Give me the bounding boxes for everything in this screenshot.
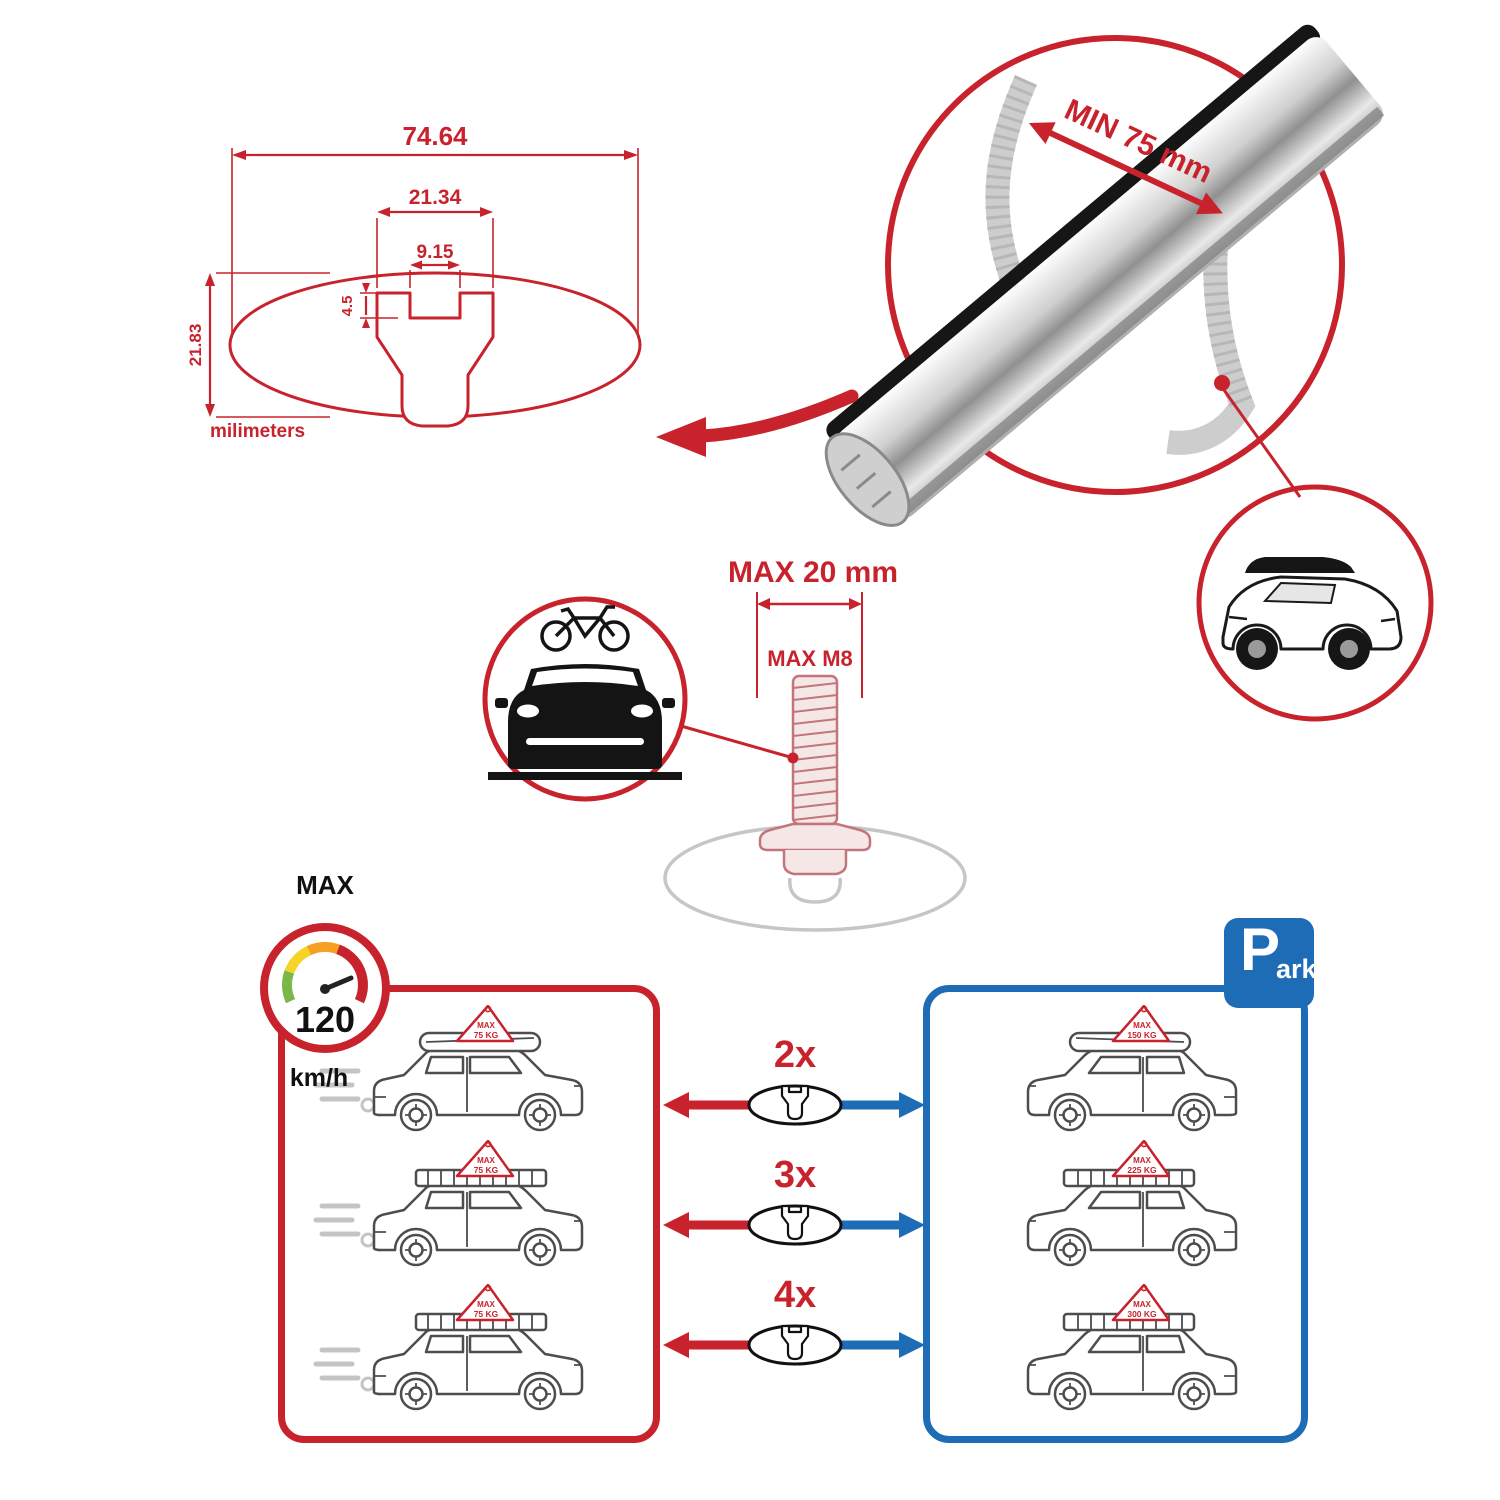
- gauge-arc-segments: [282, 942, 368, 1004]
- dim-slot-depth: 4.5: [339, 296, 356, 317]
- count-label: 2x: [774, 1034, 816, 1076]
- load-flag: MAX 300 KG: [1111, 1284, 1171, 1322]
- flag-weight: 300 KG: [1127, 1309, 1157, 1319]
- flag-weight: 150 KG: [1127, 1030, 1157, 1040]
- flag-weight: 75 KG: [474, 1165, 499, 1175]
- vehicle-example-circle: [1196, 484, 1434, 722]
- flag-max: MAX: [477, 1300, 495, 1309]
- load-flag: MAX 75 KG: [455, 1005, 515, 1043]
- bar-section-icon: [747, 1324, 843, 1366]
- parked-car-row3: MAX 300 KG: [968, 1284, 1298, 1424]
- load-flag: MAX 75 KG: [455, 1284, 515, 1322]
- flag-max: MAX: [1133, 1156, 1151, 1165]
- bolt-dimension-lines: [756, 592, 863, 698]
- bolt-thread-label: MAX M8: [767, 646, 853, 671]
- quantity-row-3x: 3x: [663, 1154, 925, 1246]
- t-bolt: [758, 674, 872, 876]
- bike-car-circle: [482, 596, 688, 802]
- driving-car-row3: MAX 75 KG: [312, 1284, 642, 1424]
- bumper: [526, 738, 644, 745]
- clamp-point-dot: [1214, 375, 1230, 391]
- park-sign: P ark: [1224, 916, 1317, 1008]
- driving-car-row2: MAX 75 KG: [312, 1140, 642, 1280]
- dimension-lines: [208, 148, 639, 418]
- headlight-left: [517, 704, 539, 718]
- load-flag: MAX 150 KG: [1111, 1005, 1171, 1043]
- park-sign-letter: P: [1240, 916, 1281, 983]
- windshield: [532, 668, 638, 686]
- units-label: milimeters: [210, 421, 305, 442]
- bar-section-icon: [747, 1084, 843, 1126]
- flag-max: MAX: [1133, 1021, 1151, 1030]
- bolt-diagram: MAX 20 mm MAX M8: [663, 556, 967, 932]
- dim-overall-width: 74.64: [402, 121, 468, 151]
- cross-section-drawing: 74.64 21.34 9.15 4.5 21.83 milimeters: [186, 121, 642, 442]
- speed-units: km/h: [290, 1064, 348, 1092]
- bar-section-icon: [747, 1204, 843, 1246]
- count-label: 4x: [774, 1274, 816, 1316]
- flag-max: MAX: [1133, 1300, 1151, 1309]
- speed-value: 120: [295, 999, 355, 1040]
- quantity-row-4x: 4x: [663, 1274, 925, 1366]
- driving-car-row1: MAX 75 KG: [312, 1005, 642, 1145]
- t-bolt-foot: [782, 850, 848, 876]
- load-flag: MAX 225 KG: [1111, 1140, 1171, 1178]
- mirror-right: [662, 698, 675, 708]
- bar-detail-circle: MIN 75 mm: [824, 24, 1385, 527]
- count-label: 3x: [774, 1154, 816, 1196]
- mirror-left: [495, 698, 508, 708]
- flag-max: MAX: [477, 1021, 495, 1030]
- flag-weight: 225 KG: [1127, 1165, 1157, 1175]
- car-front-view: [488, 664, 682, 780]
- suv-with-roofbox: [1221, 557, 1403, 670]
- crossbar-quantity-arrows: 2x 3x 4x: [663, 1034, 925, 1366]
- headlight-right: [631, 704, 653, 718]
- dimension-arrowheads: [205, 150, 638, 417]
- parked-car-row1: MAX 150 KG: [968, 1005, 1298, 1145]
- speed-limit-gauge: MAX 120 km/h: [260, 870, 390, 1092]
- flag-weight: 75 KG: [474, 1030, 499, 1040]
- bar-profile-channel: [375, 291, 495, 428]
- flag-max: MAX: [477, 1156, 495, 1165]
- flag-weight: 75 KG: [474, 1309, 499, 1319]
- ground-strip: [488, 772, 682, 780]
- load-flag: MAX 75 KG: [455, 1140, 515, 1178]
- park-sign-suffix: ark: [1276, 954, 1317, 984]
- dim-slot-outer: 21.34: [409, 186, 462, 209]
- parked-car-row2: MAX 225 KG: [968, 1140, 1298, 1280]
- bicycle-icon: [540, 605, 630, 652]
- roof-box: [1245, 557, 1355, 573]
- dim-slot-opening: 9.15: [417, 242, 454, 263]
- bolt-max-width-label: MAX 20 mm: [728, 556, 898, 589]
- speed-max-label: MAX: [296, 870, 354, 900]
- t-bolt-flange: [758, 822, 872, 852]
- quantity-row-2x: 2x: [663, 1034, 925, 1126]
- crossbar-3d: [824, 24, 1385, 527]
- dim-overall-height: 21.83: [186, 324, 205, 367]
